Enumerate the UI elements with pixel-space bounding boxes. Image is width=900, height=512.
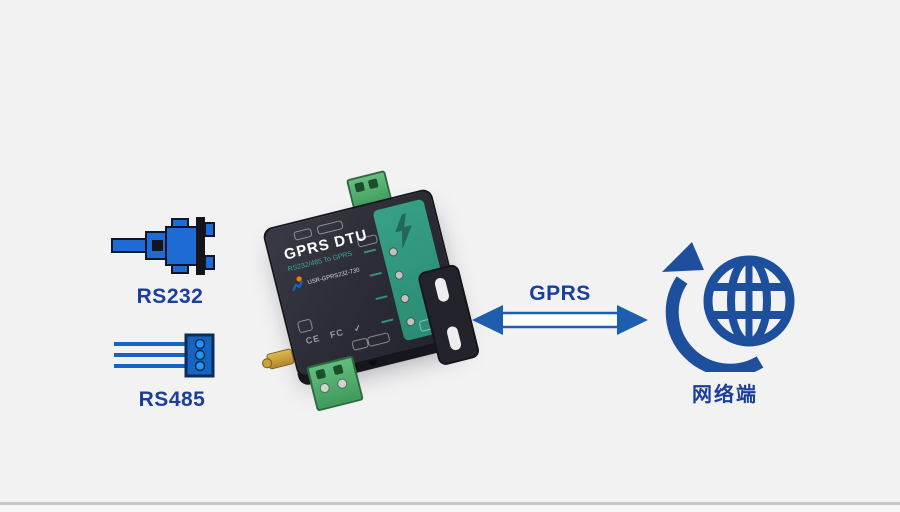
device-model: USR-GPRS232-730 — [307, 267, 361, 286]
bidirectional-arrow-icon — [472, 305, 648, 335]
gprs-link-label: GPRS — [529, 282, 591, 305]
gprs-dtu-device: GPRS DTU RS232/485 To GPRS USR-GPRS232-7… — [261, 170, 481, 412]
rs485-label: RS485 — [138, 388, 206, 411]
usr-runner-logo-icon — [292, 276, 304, 292]
rs232-connector-icon — [111, 217, 215, 275]
lightning-bolt-icon — [395, 213, 412, 250]
ce-mark: CE — [304, 332, 322, 347]
device-rotated-group: GPRS DTU RS232/485 To GPRS USR-GPRS232-7… — [237, 156, 496, 430]
sma-antenna-connector — [265, 348, 295, 370]
device-led-panel — [372, 198, 456, 342]
globe-network-icon — [662, 242, 795, 372]
led-work — [393, 269, 405, 281]
bottom-divider-line — [0, 502, 900, 505]
rs485-wires-icon — [114, 333, 215, 378]
led-net — [399, 293, 411, 304]
led-data — [405, 316, 417, 328]
device-top-face: GPRS DTU RS232/485 To GPRS USR-GPRS232-7… — [261, 187, 468, 380]
check-mark: ✓ — [352, 322, 364, 335]
rs232-label: RS232 — [136, 285, 204, 308]
fcc-mark: FC — [328, 326, 345, 341]
network-side-label: 网络端 — [692, 384, 758, 406]
bottom-strip — [0, 505, 900, 512]
